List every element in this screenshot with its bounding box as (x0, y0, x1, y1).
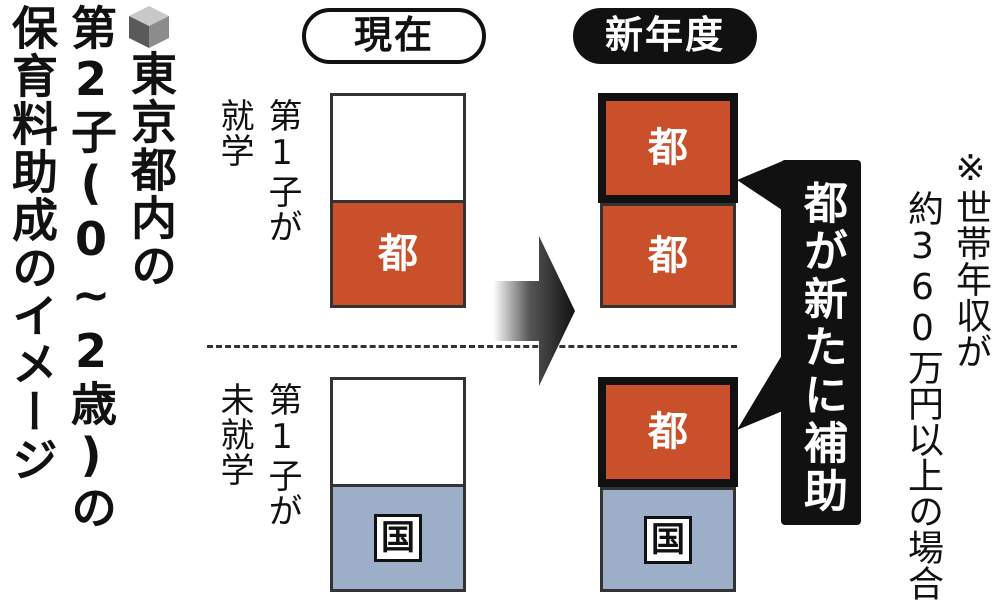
title-line-3: 保育料助成のイメージ (5, 4, 59, 484)
callout-box: 都が新たに補助 (781, 160, 861, 525)
transition-arrow-icon (493, 236, 575, 386)
note-line-2: 約360万円以上の場合 (902, 190, 943, 601)
title-line-2: 第2子(0~2歳)の (64, 4, 118, 532)
national-label: 国 (374, 514, 422, 562)
next-year-header: 新年度 (573, 8, 757, 64)
current-header: 現在 (302, 8, 486, 64)
note-line-1: ※世帯年収が (950, 148, 991, 369)
cube-icon (129, 6, 169, 48)
tokyo-label: 都 (648, 232, 688, 279)
national-label: 国 (644, 515, 692, 564)
lower-row-label-1: 第1子が (262, 382, 302, 528)
lower-row-label-2: 未就学 (214, 382, 254, 487)
next-lower-new-tokyo-segment: 都 (598, 377, 738, 487)
tokyo-label: 都 (648, 409, 688, 455)
tokyo-label: 都 (648, 125, 688, 171)
callout-text: 都が新たに補助 (796, 180, 847, 516)
upper-row-label-2: 就学 (214, 98, 254, 168)
next-upper-new-tokyo-segment: 都 (598, 93, 738, 203)
tokyo-label: 都 (378, 231, 418, 277)
callout-pointers (737, 160, 785, 430)
current-lower-national-segment: 国 (330, 484, 466, 592)
row-divider (207, 345, 737, 348)
title-line-1: 東京都内の (124, 50, 178, 290)
next-upper-tokyo-segment: 都 (600, 203, 736, 308)
current-upper-tokyo-segment: 都 (330, 200, 466, 308)
current-lower-empty-segment (330, 377, 466, 487)
current-upper-empty-segment (330, 93, 466, 203)
next-lower-national-segment: 国 (600, 487, 736, 592)
upper-row-label-1: 第1子が (262, 98, 302, 244)
